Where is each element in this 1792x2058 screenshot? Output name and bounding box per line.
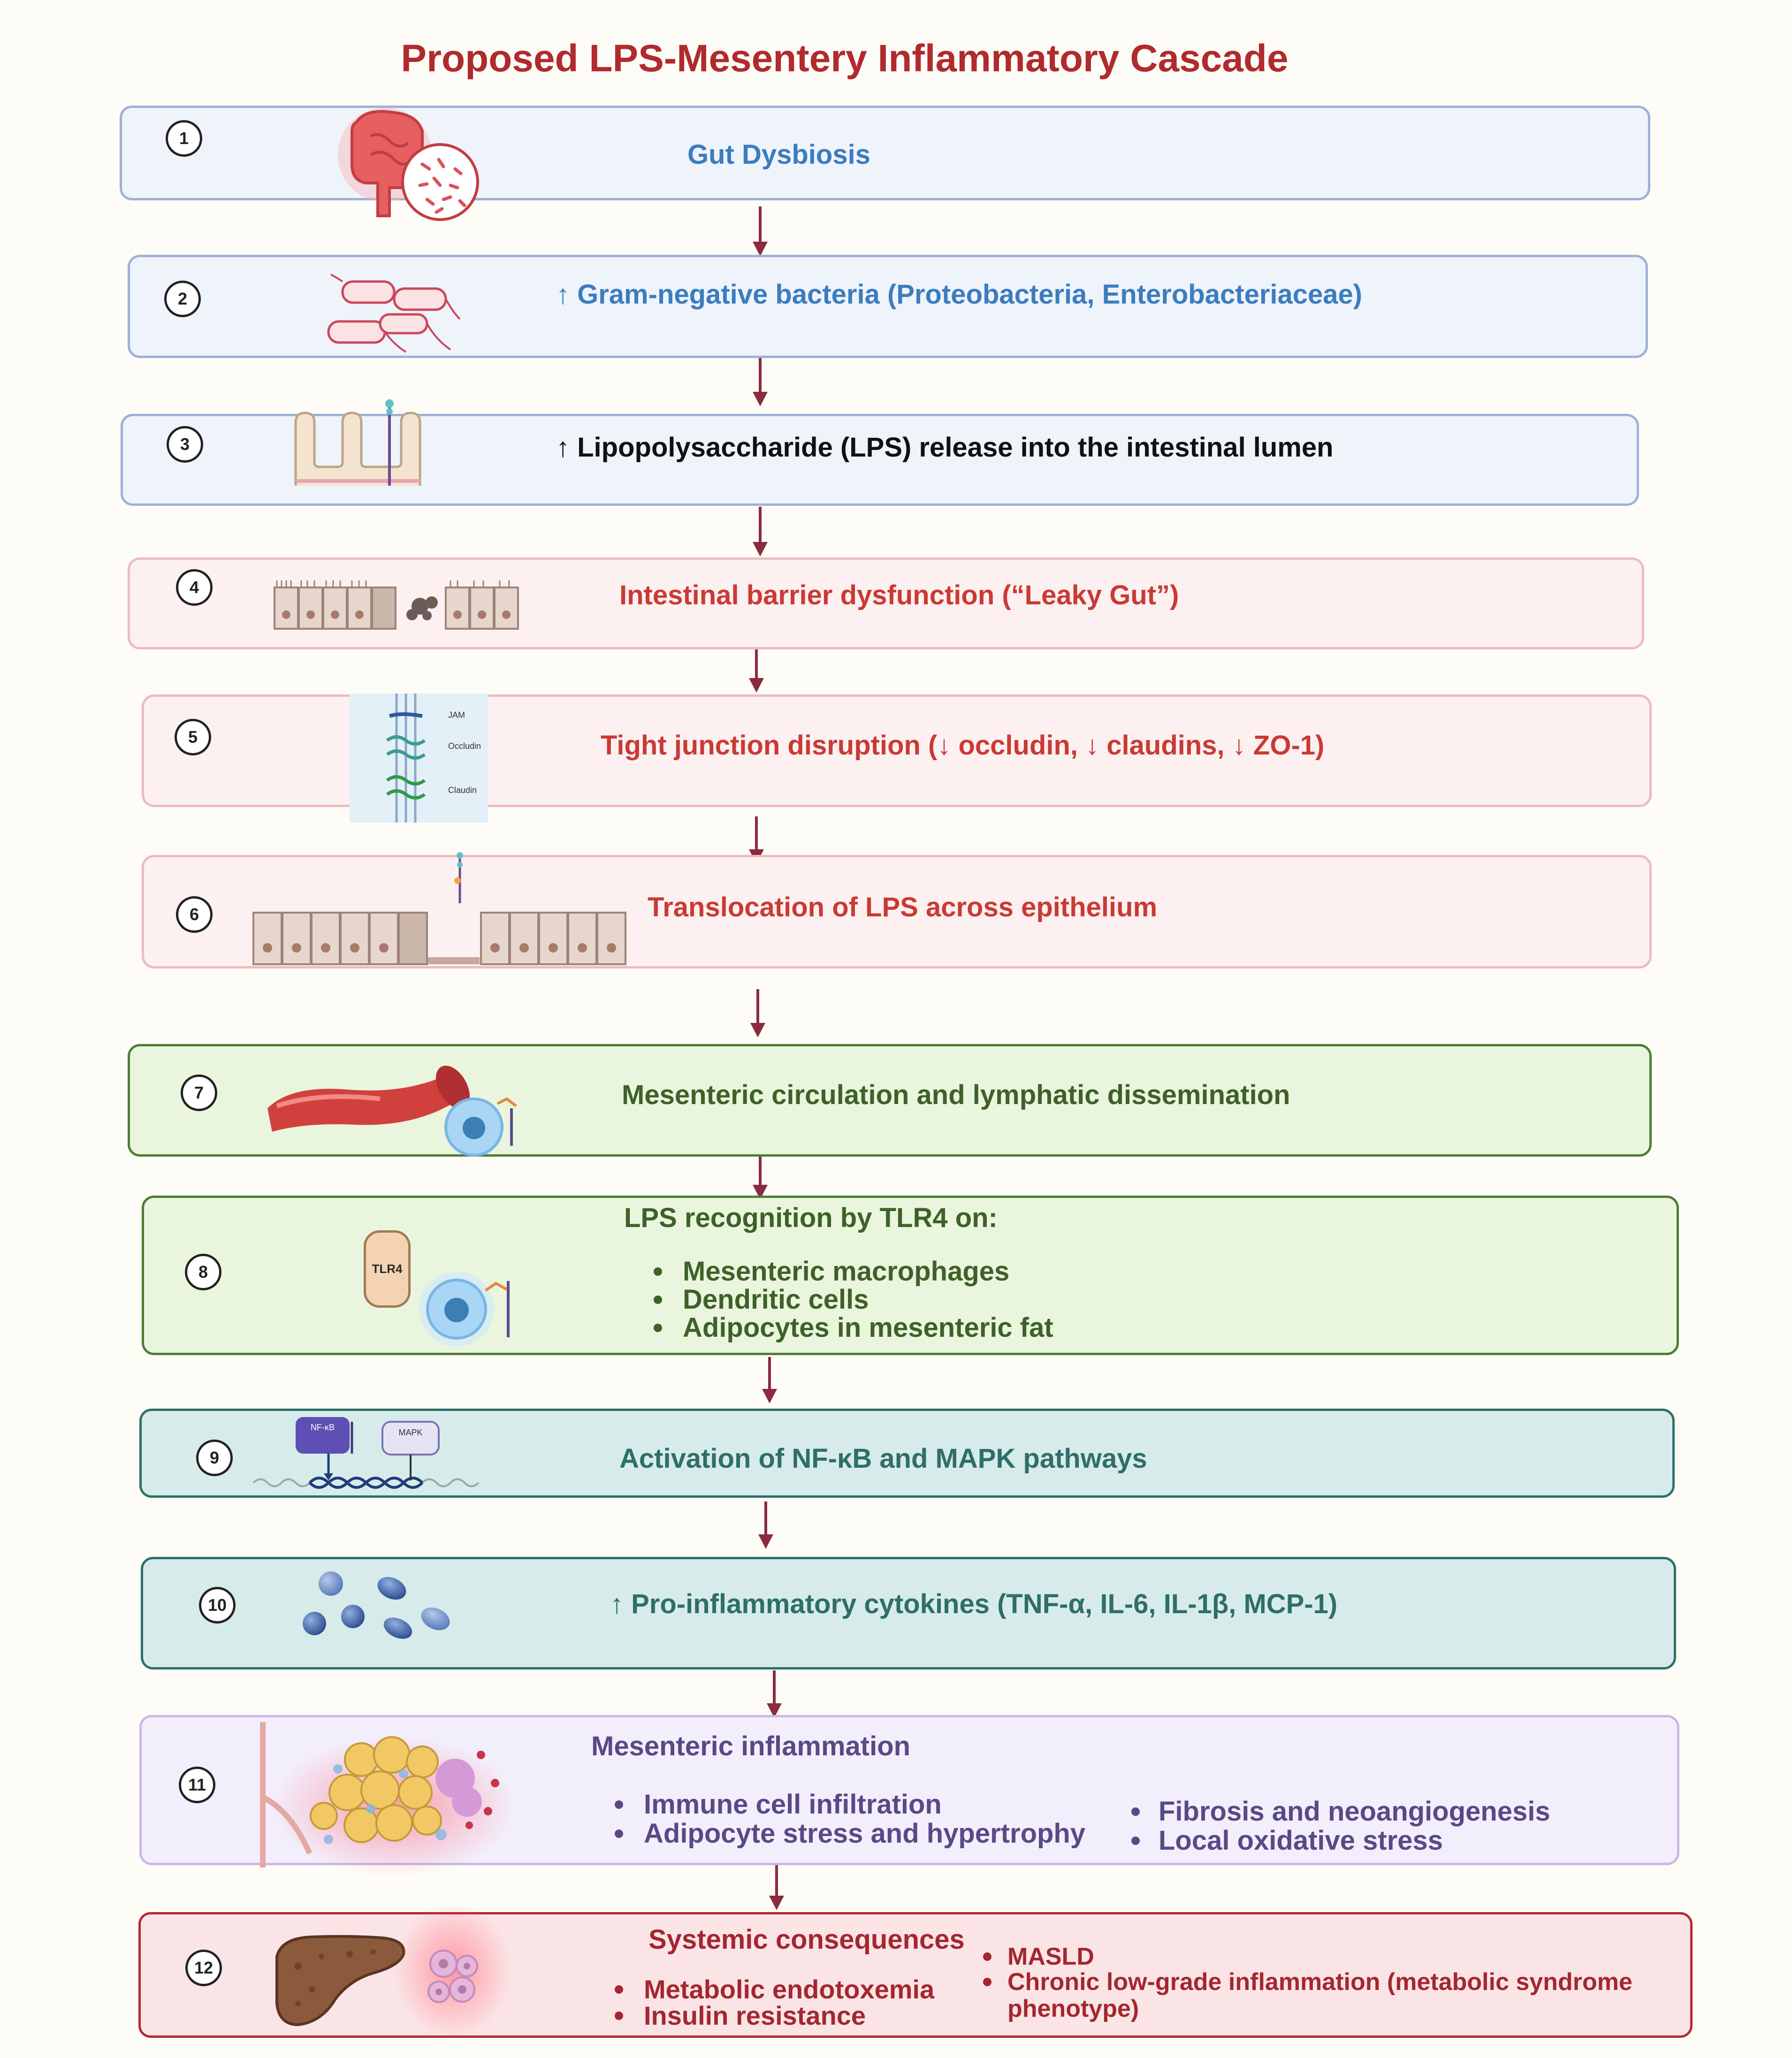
step-6-label: Translocation of LPS across epithelium [648, 892, 1158, 922]
step-8-box [142, 1196, 1679, 1355]
bullet-item: MASLD [979, 1944, 1632, 1969]
page-title: Proposed LPS-Mesentery Inflammatory Casc… [401, 37, 1289, 80]
step-11-label: Mesenteric inflammation [591, 1731, 911, 1761]
step-number: 7 [181, 1075, 217, 1111]
mapk-label: MAPK [398, 1428, 423, 1437]
step-number: 4 [176, 569, 213, 606]
step-number: 5 [175, 719, 211, 755]
jam-label: JAM [448, 710, 465, 720]
step-7-label: Mesenteric circulation and lymphatic dis… [622, 1080, 1290, 1110]
cytokine-icon [303, 1571, 450, 1639]
step-12-label: Systemic consequences [648, 1924, 965, 1955]
macrophage-icon [419, 1272, 510, 1347]
step-12-bullet-list-right: MASLD Chronic low-grade inflammation (me… [979, 1944, 1632, 1995]
inflamed-cells-icon [394, 1903, 511, 2039]
step-number: 2 [164, 281, 201, 317]
step-10-box [141, 1557, 1676, 1669]
step-number: 10 [199, 1587, 236, 1624]
nfkb-label: NF-κB [311, 1423, 335, 1432]
bullet-item: Adipocyte stress and hypertrophy [611, 1819, 1085, 1848]
liver-icon [275, 1935, 405, 2027]
adipose-tissue-icon [260, 1722, 516, 1877]
bullet-item: Dendritic cells [650, 1286, 1053, 1314]
step-3-box [121, 414, 1639, 506]
step-number: 12 [185, 1950, 222, 1986]
bullet-item: Adipocytes in mesenteric fat [650, 1314, 1053, 1342]
step-11-bullet-list-right: Fibrosis and neoangiogenesis Local oxida… [1128, 1797, 1550, 1855]
step-number: 1 [166, 120, 202, 157]
step-2-label: ↑ Gram-negative bacteria (Proteobacteria… [556, 279, 1363, 310]
step-4-label: Intestinal barrier dysfunction (“Leaky G… [619, 580, 1179, 610]
tlr4-receptor: TLR4 [364, 1230, 411, 1308]
epithelium-icon [274, 580, 519, 630]
occludin-label: Occludin [448, 741, 481, 751]
step-number: 3 [167, 426, 203, 463]
step-number: 11 [179, 1767, 215, 1803]
villi-icon [294, 399, 421, 486]
step-12-continuation: phenotype) [1007, 1995, 1139, 2022]
blood-vessel-icon [267, 1066, 517, 1157]
bullet-item: Chronic low-grade inflammation (metaboli… [979, 1969, 1632, 1995]
step-8-bullet-list: Mesenteric macrophages Dendritic cells A… [650, 1258, 1053, 1342]
bullet-item: Metabolic endotoxemia [611, 1976, 934, 2003]
step-5-label: Tight junction disruption (↓ occludin, ↓… [601, 730, 1325, 761]
step-number: 6 [176, 896, 213, 933]
step-12-bullet-list-left: Metabolic endotoxemia Insulin resistance [611, 1976, 934, 2029]
bullet-item: Insulin resistance [611, 2003, 934, 2029]
step-10-label: ↑ Pro-inflammatory cytokines (TNF-α, IL-… [610, 1589, 1338, 1619]
step-number: 8 [185, 1254, 221, 1290]
dna-icon [252, 1417, 480, 1489]
step-9-label: Activation of NF-κB and MAPK pathways [619, 1443, 1147, 1474]
epithelium-gap-icon [252, 852, 626, 965]
bullet-item: Fibrosis and neoangiogenesis [1128, 1797, 1550, 1826]
step-11-bullet-list-left: Immune cell infiltration Adipocyte stres… [611, 1790, 1085, 1848]
step-3-label: ↑ Lipopolysaccharide (LPS) release into … [556, 432, 1334, 463]
bacteria-icon [327, 274, 461, 353]
step-8-label: LPS recognition by TLR4 on: [624, 1203, 998, 1233]
colon-icon [338, 108, 479, 221]
bullet-item: Mesenteric macrophages [650, 1258, 1053, 1286]
tight-junction-icon: JAM Occludin Claudin [350, 694, 488, 823]
bullet-item: Local oxidative stress [1128, 1826, 1550, 1855]
step-1-label: Gut Dysbiosis [687, 139, 870, 170]
claudin-label: Claudin [448, 785, 477, 795]
bullet-item: Immune cell infiltration [611, 1790, 1085, 1819]
step-number: 9 [196, 1440, 233, 1476]
